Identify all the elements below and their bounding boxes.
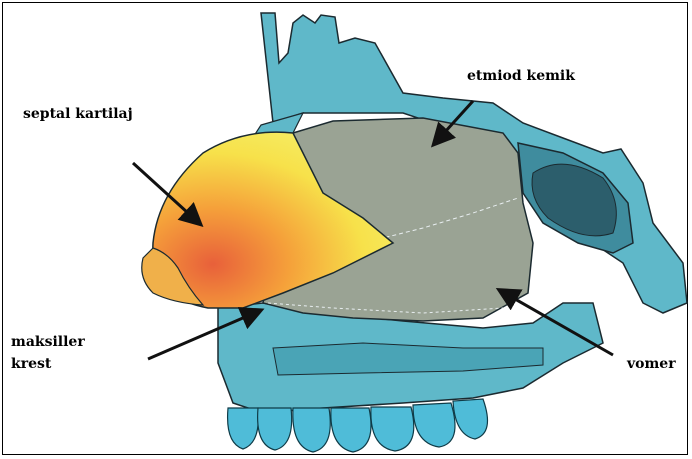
figure-frame: septal kartilaj etmiod kemik maksiller k…	[2, 2, 688, 455]
label-vomer: vomer	[627, 355, 676, 373]
label-maxillary-crest-line1: maksiller	[11, 333, 85, 351]
label-ethmoid-bone: etmiod kemik	[467, 67, 575, 85]
nasal-septum-anatomy-illustration	[3, 3, 689, 456]
label-maxillary-crest-line2: krest	[11, 355, 51, 373]
label-septal-cartilage: septal kartilaj	[23, 105, 133, 123]
